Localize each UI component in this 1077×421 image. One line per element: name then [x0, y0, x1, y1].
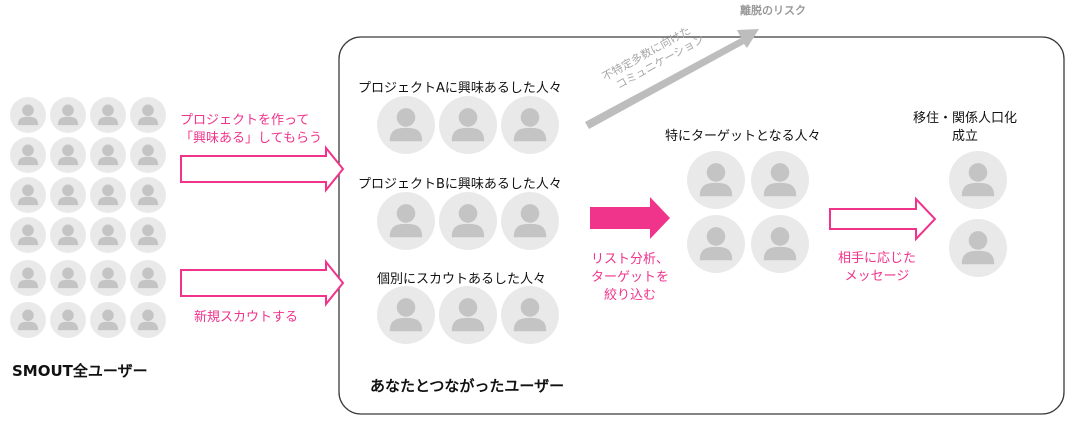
person-avatar-icon	[439, 286, 497, 344]
person-avatar-icon	[50, 217, 86, 253]
person-avatar-icon	[751, 215, 809, 273]
person-avatar-icon	[501, 286, 559, 344]
person-avatar-icon	[130, 260, 166, 296]
message-label: 相手に応じた メッセージ	[822, 250, 932, 286]
narrow-down-arrow	[590, 197, 670, 239]
person-avatar-icon	[50, 302, 86, 338]
person-avatar-icon	[687, 151, 745, 209]
message-arrow	[829, 196, 937, 242]
person-avatar-icon	[501, 192, 559, 250]
person-avatar-icon	[90, 177, 126, 213]
message-label-line1: 相手に応じた	[837, 251, 916, 266]
person-avatar-icon	[90, 137, 126, 173]
person-avatar-icon	[50, 260, 86, 296]
person-avatar-icon	[10, 97, 46, 133]
scouted-label: 個別にスカウトあるした人々	[377, 272, 547, 287]
person-avatar-icon	[439, 96, 497, 154]
person-avatar-icon	[130, 302, 166, 338]
migration-label: 移住・関係人口化 成立	[905, 110, 1025, 146]
connected-users-label: あなたとつながったユーザー	[370, 377, 565, 395]
person-avatar-icon	[90, 97, 126, 133]
person-avatar-icon	[949, 219, 1007, 277]
person-avatar-icon	[377, 96, 435, 154]
new-scout-arrow	[180, 259, 345, 307]
project-interest-label-line1: プロジェクトを作って	[180, 113, 310, 128]
person-avatar-icon	[50, 177, 86, 213]
targets-label: 特にターゲットとなる人々	[665, 129, 821, 144]
person-avatar-icon	[377, 192, 435, 250]
person-avatar-icon	[501, 96, 559, 154]
new-scout-label: 新規スカウトする	[194, 310, 299, 325]
person-avatar-icon	[90, 260, 126, 296]
project-interest-arrow	[180, 145, 345, 193]
migration-label-line2: 成立	[951, 129, 978, 144]
person-avatar-icon	[130, 97, 166, 133]
person-avatar-icon	[10, 137, 46, 173]
message-label-line2: メッセージ	[844, 269, 910, 284]
person-avatar-icon	[90, 302, 126, 338]
person-avatar-icon	[10, 177, 46, 213]
narrow-down-label-line2: ターゲットを	[590, 270, 669, 285]
churn-risk-label: 離脱のリスク	[740, 4, 806, 17]
person-avatar-icon	[50, 137, 86, 173]
person-avatar-icon	[10, 260, 46, 296]
person-avatar-icon	[10, 302, 46, 338]
person-avatar-icon	[50, 97, 86, 133]
person-avatar-icon	[90, 217, 126, 253]
person-avatar-icon	[130, 217, 166, 253]
person-avatar-icon	[130, 137, 166, 173]
project-a-label: プロジェクトAに興味あるした人々	[358, 81, 562, 96]
person-avatar-icon	[377, 286, 435, 344]
narrow-down-label-line1: リスト分析、	[590, 252, 669, 267]
all-users-label: SMOUT全ユーザー	[12, 362, 148, 380]
narrow-down-label: リスト分析、 ターゲットを 絞り込む	[575, 251, 685, 305]
project-b-label: プロジェクトBに興味あるした人々	[358, 177, 562, 192]
churn-risk-arrow	[585, 29, 759, 129]
person-avatar-icon	[949, 151, 1007, 209]
person-avatar-icon	[687, 215, 745, 273]
narrow-down-label-line3: 絞り込む	[603, 288, 656, 303]
person-avatar-icon	[130, 177, 166, 213]
person-avatar-icon	[10, 217, 46, 253]
connected-users-frame	[338, 36, 1065, 415]
person-avatar-icon	[751, 151, 809, 209]
migration-label-line1: 移住・関係人口化	[912, 111, 1017, 126]
person-avatar-icon	[439, 192, 497, 250]
project-interest-label-line2: 「興味ある」してもらう	[180, 131, 322, 146]
